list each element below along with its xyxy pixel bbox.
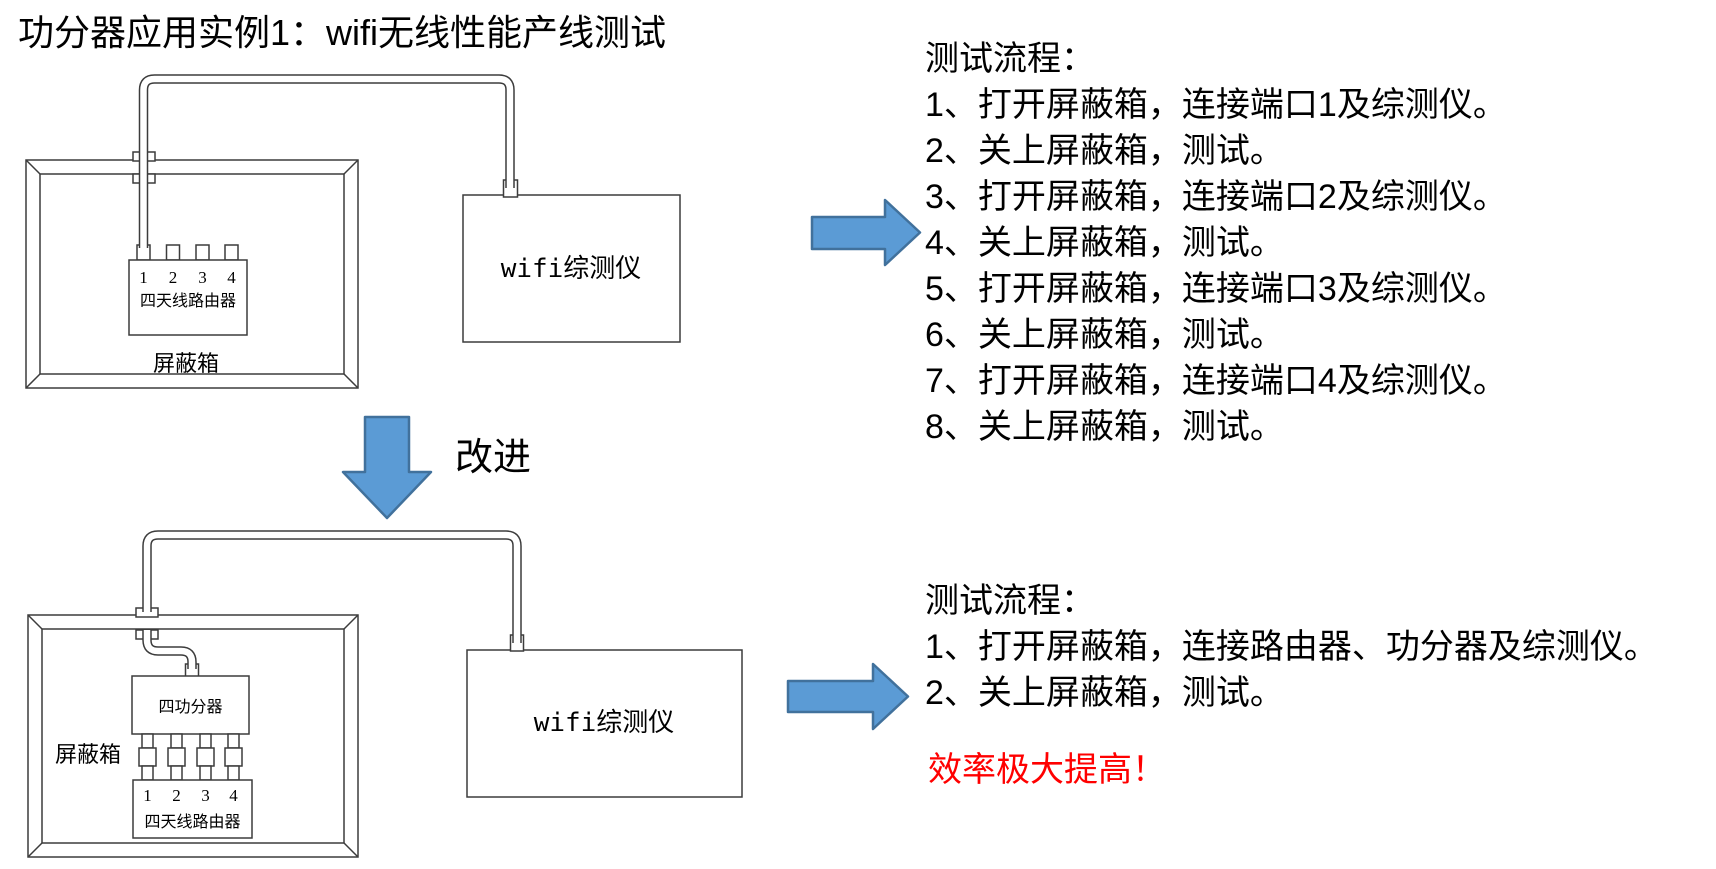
procedure-step: 8、关上屏蔽箱，测试。	[925, 408, 1284, 446]
router-box	[132, 779, 253, 839]
procedure-heading: 测试流程：	[925, 40, 1095, 78]
corner-bevel	[343, 614, 359, 630]
procedure-step: 3、打开屏蔽箱，连接端口2及综测仪。	[925, 178, 1507, 216]
shield-box-inner	[39, 173, 345, 375]
improve-label: 改进	[455, 437, 532, 479]
port-connector	[199, 765, 212, 781]
corner-bevel	[343, 842, 359, 858]
procedure-step: 2、关上屏蔽箱，测试。	[925, 674, 1284, 712]
rf-cable-core	[140, 75, 514, 248]
procedure-step: 4、关上屏蔽箱，测试。	[925, 224, 1284, 262]
procedure-step: 1、打开屏蔽箱，连接路由器、功分器及综测仪。	[925, 628, 1658, 666]
router-port-label: 2	[172, 786, 181, 805]
router-label: 四天线路由器	[144, 813, 240, 831]
port-connector	[170, 733, 183, 749]
router-port-stub	[165, 244, 181, 261]
bottom-procedure-block: 测试流程： 1、打开屏蔽箱，连接路由器、功分器及综测仪。 2、关上屏蔽箱，测试。	[925, 578, 1658, 716]
rf-cable	[142, 530, 522, 643]
corner-bevel	[343, 159, 359, 175]
improve-arrow-icon	[341, 415, 433, 520]
port-connector	[170, 765, 183, 781]
port-connector	[224, 747, 243, 767]
router-port-label: 4	[227, 268, 236, 287]
bottom-setup-diagram: 四功分器 1 2 3 4 四天线路由器 屏蔽箱 wifi综测仪	[27, 530, 743, 858]
shield-box-label: 屏蔽箱	[55, 742, 121, 767]
slide-title: 功分器应用实例1：wifi无线性能产线测试	[18, 12, 667, 53]
port-connector	[167, 747, 186, 767]
divider-label: 四功分器	[158, 698, 222, 716]
tester-label: wifi综测仪	[501, 254, 642, 284]
port-connector	[141, 765, 154, 781]
top-setup-diagram: 1 2 3 4 四天线路由器 屏蔽箱 wifi综测仪	[25, 74, 681, 389]
router-port-stub	[195, 244, 210, 261]
tester-label: wifi综测仪	[534, 708, 675, 738]
corner-bevel	[25, 373, 41, 389]
router-port-label: 3	[198, 268, 207, 287]
router-label: 四天线路由器	[140, 292, 236, 310]
corner-bevel	[27, 614, 43, 630]
tester-box	[462, 194, 681, 343]
port-connector	[138, 747, 157, 767]
corner-bevel	[343, 373, 359, 389]
shield-box-inner	[41, 628, 345, 844]
top-procedure-block: 测试流程： 1、打开屏蔽箱，连接端口1及综测仪。 2、关上屏蔽箱，测试。 3、打…	[925, 36, 1507, 450]
port-connector	[227, 733, 240, 749]
port-connector	[141, 733, 154, 749]
top-flow-arrow-icon	[810, 198, 922, 267]
highlight-text: 效率极大提高！	[928, 751, 1166, 789]
router-box	[128, 259, 248, 336]
divider-box	[131, 675, 250, 735]
rf-cable	[138, 74, 515, 248]
procedure-step: 5、打开屏蔽箱，连接端口3及综测仪。	[925, 270, 1507, 308]
rf-cable-core	[143, 531, 521, 643]
router-port-label: 4	[229, 786, 238, 805]
bottom-flow-arrow-icon	[786, 662, 910, 731]
procedure-step: 6、关上屏蔽箱，测试。	[925, 316, 1284, 354]
procedure-heading: 测试流程：	[925, 582, 1095, 620]
corner-bevel	[27, 842, 43, 858]
procedure-step: 1、打开屏蔽箱，连接端口1及综测仪。	[925, 86, 1507, 124]
port-connector	[196, 747, 215, 767]
port-connectors	[138, 733, 243, 781]
router-port-stub	[224, 244, 239, 261]
corner-bevel	[25, 159, 41, 175]
router-port-label: 1	[143, 786, 152, 805]
router-port-label: 1	[139, 268, 148, 287]
port-connector	[199, 733, 212, 749]
procedure-step: 2、关上屏蔽箱，测试。	[925, 132, 1284, 170]
port-connector	[227, 765, 240, 781]
router-port-label: 2	[169, 268, 178, 287]
tester-box	[466, 649, 743, 798]
shield-box-outer	[27, 614, 359, 858]
procedure-step: 7、打开屏蔽箱，连接端口4及综测仪。	[925, 362, 1507, 400]
shield-box-label: 屏蔽箱	[153, 351, 219, 376]
rf-cable-inside-core	[143, 630, 196, 669]
router-port-label: 3	[201, 786, 210, 805]
shield-box-outer	[25, 159, 359, 389]
